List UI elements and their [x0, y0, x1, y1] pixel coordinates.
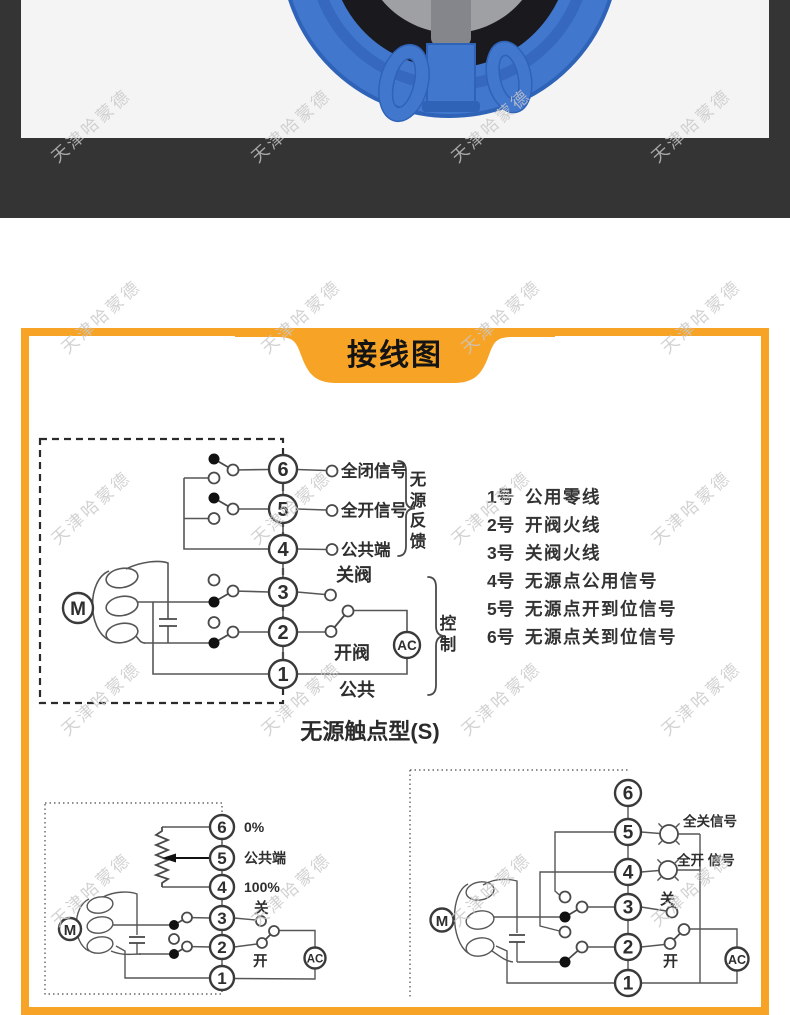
capacitor-symbol	[129, 936, 145, 944]
legend-num: 4号	[487, 570, 515, 591]
terminal-block: 6 5 4 3 2 1	[267, 453, 299, 690]
ac-source-symbol: AC	[303, 946, 327, 970]
legend-num: 1号	[487, 486, 515, 507]
legend-row: 4号无源点公用信号	[487, 566, 677, 594]
svg-text:6: 6	[623, 784, 634, 805]
legend-label: 无源点关到位信号	[525, 626, 677, 647]
label-common-terminal: 公共端	[341, 540, 391, 560]
legend-num: 3号	[487, 542, 515, 563]
section-title: 接线图	[347, 339, 443, 372]
label-close: 关	[660, 890, 675, 908]
label-common: 公共	[339, 680, 375, 700]
legend-num: 6号	[487, 626, 515, 647]
svg-text:2: 2	[277, 622, 288, 644]
svg-text:2: 2	[623, 938, 634, 959]
svg-text:3: 3	[277, 582, 288, 604]
legend-row: 5号无源点开到位信号	[487, 594, 677, 622]
svg-text:M: M	[436, 913, 449, 930]
dashed-enclosure	[44, 802, 223, 995]
lamp-close-signal	[657, 822, 681, 846]
section-banner-tab	[235, 328, 555, 383]
valve-left-lug	[378, 43, 430, 123]
capacitor-symbol	[509, 934, 525, 943]
label-open-valve: 开阀	[334, 642, 370, 663]
legend-row: 3号关阀火线	[487, 538, 677, 566]
product-photo-panel	[21, 0, 769, 138]
legend-num: 5号	[487, 598, 515, 619]
legend-num: 2号	[487, 514, 515, 535]
capacitor-symbol	[159, 618, 177, 627]
svg-text:3: 3	[217, 909, 226, 928]
top-dark-band	[0, 0, 790, 218]
motor-symbol: M	[57, 916, 83, 942]
label-close-signal: 全闭信号	[340, 461, 407, 481]
svg-text:6: 6	[217, 818, 226, 837]
svg-text:4: 4	[277, 539, 289, 561]
svg-text:M: M	[70, 599, 86, 620]
svg-text:AC: AC	[397, 638, 417, 653]
legend-label: 开阀火线	[525, 514, 601, 535]
potentiometer-symbol	[153, 827, 171, 887]
feedback-brace-label: 无源反馈	[409, 471, 427, 551]
terminal-block: 6 5 4 3 2 1	[613, 778, 643, 998]
motor-coils	[105, 567, 139, 644]
lamp-signal-wiring-diagram: 6 5 4 3 2 1 M AC 全关信号 全开 信号 关 开	[409, 769, 750, 999]
control-brace-label: 控制	[439, 615, 457, 654]
motor-symbol: M	[61, 591, 95, 625]
valve-neck	[426, 43, 476, 107]
valve-right-lug	[485, 40, 533, 114]
svg-text:5: 5	[217, 849, 226, 868]
label-full-close-signal: 全关信号	[682, 813, 737, 829]
terminal-block: 6 5 4 3 2 1	[208, 813, 236, 992]
svg-text:AC: AC	[728, 953, 746, 967]
legend-label: 关阀火线	[525, 542, 601, 563]
label-0pct: 0%	[244, 819, 265, 835]
legend-label: 公用零线	[525, 486, 601, 507]
label-close-valve: 关阀	[336, 564, 372, 585]
ac-source-symbol: AC	[724, 946, 750, 972]
svg-text:5: 5	[623, 823, 634, 844]
label-open-signal: 全开信号	[340, 500, 407, 520]
label-full-open-signal: 全开 信号	[676, 852, 735, 868]
motor-symbol: M	[429, 907, 455, 933]
label-close: 关	[254, 899, 269, 917]
label-common-terminal: 公共端	[244, 850, 286, 866]
svg-text:4: 4	[217, 878, 227, 897]
svg-text:M: M	[64, 922, 77, 939]
svg-text:1: 1	[277, 664, 288, 686]
legend-row: 6号无源点关到位信号	[487, 622, 677, 650]
svg-text:6: 6	[277, 459, 288, 481]
ac-source-symbol: AC	[392, 630, 422, 660]
butterfly-valve-photo	[288, 0, 612, 123]
motor-coils	[86, 896, 114, 954]
legend-row: 1号公用零线	[487, 482, 677, 510]
main-diagram-caption: 无源触点型(S)	[300, 719, 440, 744]
main-wiring-diagram: 6 5 4 3 2 1 M AC 全闭信号 全开信号 公共端 关阀 开阀 公共	[38, 437, 446, 705]
lamp-open-signal	[656, 858, 680, 882]
svg-text:1: 1	[217, 969, 226, 988]
valve-stem	[431, 0, 471, 46]
svg-text:1: 1	[623, 974, 634, 995]
svg-text:AC: AC	[307, 954, 324, 966]
feedback-brace	[397, 460, 416, 557]
actuator-dashed-enclosure	[38, 437, 285, 705]
label-open: 开	[663, 953, 678, 970]
wiper-arrow	[162, 853, 210, 863]
control-brace	[427, 576, 446, 696]
legend-label: 无源点开到位信号	[525, 598, 677, 619]
label-100pct: 100%	[244, 879, 280, 895]
potentiometer-wiring-diagram: 6 5 4 3 2 1 M AC 0% 公共端 100% 关 开	[44, 802, 327, 995]
valve-body	[288, 0, 612, 123]
legend-label: 无源点公用信号	[525, 570, 658, 591]
svg-text:5: 5	[277, 499, 288, 521]
legend-row: 2号开阀火线	[487, 510, 677, 538]
motor-coils	[465, 881, 495, 957]
terminal-legend: 1号公用零线 2号开阀火线 3号关阀火线 4号无源点公用信号 5号无源点开到位信…	[487, 482, 677, 650]
svg-text:4: 4	[623, 863, 634, 884]
label-open: 开	[253, 953, 268, 970]
svg-text:2: 2	[217, 938, 226, 957]
svg-text:3: 3	[623, 898, 634, 919]
